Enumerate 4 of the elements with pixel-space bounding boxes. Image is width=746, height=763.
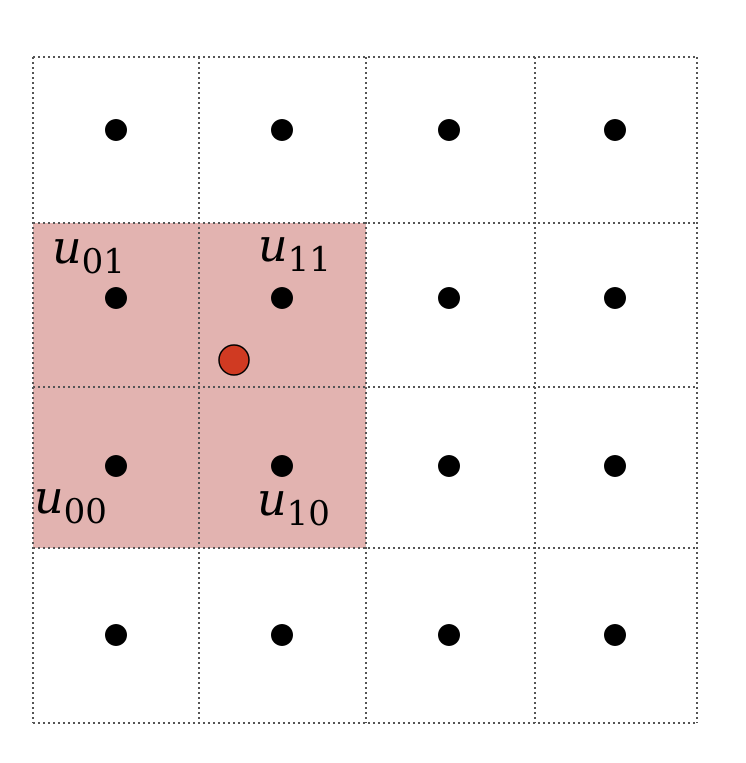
variable-label: u$_{10}$ [257, 476, 330, 531]
variable-label: u$_{01}$ [52, 224, 125, 279]
variable-label: u$_{11}$ [258, 222, 331, 277]
variable-label: u$_{00}$ [34, 474, 107, 529]
